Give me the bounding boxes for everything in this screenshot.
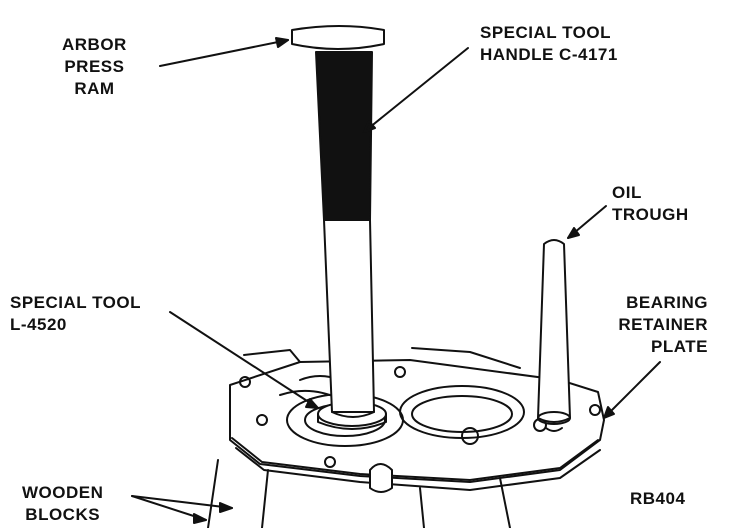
handle-shape [315, 51, 375, 418]
bearing-retainer-plate-shape [229, 347, 605, 493]
arbor-press-ram-shape [291, 25, 385, 50]
arbor-press-ram-label: ARBOR PRESS RAM [62, 35, 127, 98]
bearing-retainer-plate-label: BEARING RETAINER PLATE [618, 293, 708, 356]
special-tool-handle-label: SPECIAL TOOL HANDLE C-4171 [480, 23, 618, 64]
leader-lines [131, 37, 661, 524]
special-tool-l4520-label: SPECIAL TOOL L-4520 [10, 293, 142, 334]
wooden-blocks-label: WOODEN BLOCKS [22, 483, 104, 524]
oil-trough-label: OIL TROUGH [612, 183, 689, 224]
figure-id-label: RB404 [630, 489, 686, 508]
oil-trough-shape [537, 239, 571, 432]
